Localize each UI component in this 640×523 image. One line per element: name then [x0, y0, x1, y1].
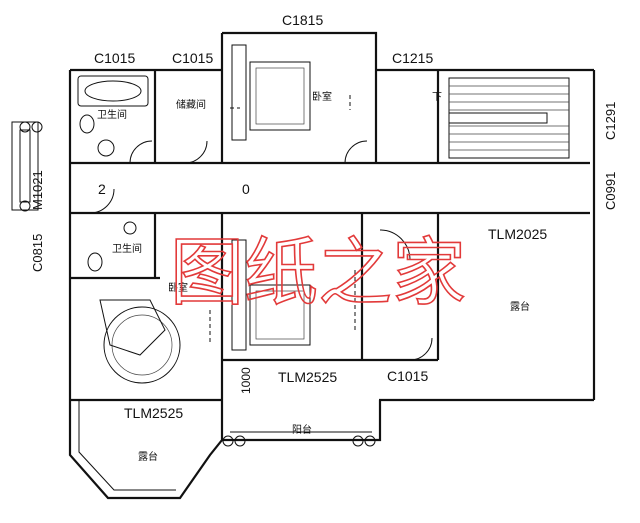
room-bedroom-top: 卧室 [312, 90, 332, 103]
label-c1815: C1815 [282, 12, 323, 28]
room-bedroom-left: 卧室 [168, 281, 188, 294]
label-m1021: M1021 [30, 170, 45, 210]
label-c0991: C0991 [603, 172, 618, 210]
room-bathroom-left: 卫生间 [112, 242, 142, 255]
left-number: 2 [98, 181, 106, 197]
room-bathroom-top: 卫生间 [97, 108, 127, 121]
window-labels: C1815 C1015 C1015 C1215 C1291 C0991 M102… [30, 12, 618, 421]
watermark: 图纸之家 [170, 230, 466, 316]
top-rooms [77, 44, 570, 164]
round-rug [103, 306, 181, 384]
label-tlm2025: TLM2025 [488, 226, 547, 242]
sink [97, 139, 115, 157]
bed-top [249, 61, 311, 131]
label-c0815: C0815 [30, 234, 45, 272]
room-balcony: 阳台 [292, 423, 312, 436]
room-storage: 储藏间 [176, 98, 206, 111]
stair-treads [448, 85, 569, 151]
balcony-column [222, 435, 234, 447]
bed-bottom [249, 284, 311, 346]
markers: 0 2 [98, 181, 250, 197]
axis-lines [209, 95, 356, 345]
stair-down-label: 下 [432, 92, 442, 103]
balcony-terrace [11, 121, 382, 500]
label-c1015-small: C1015 [387, 368, 428, 384]
label-1000: 1000 [239, 367, 253, 394]
label-c1215: C1215 [392, 50, 433, 66]
label-tlm2525-a: TLM2525 [278, 369, 337, 385]
label-c1015-storage: C1015 [172, 50, 213, 66]
outer-walls [68, 31, 596, 402]
label-c1291: C1291 [603, 102, 618, 140]
label-c1015-bath: C1015 [94, 50, 135, 66]
bathtub [77, 75, 149, 107]
hall-number: 0 [242, 181, 250, 197]
room-terrace-right: 露台 [510, 300, 530, 313]
room-terrace-bottom: 露台 [138, 450, 158, 463]
toilet [79, 114, 95, 134]
room-labels: 卫生间 储藏间 卧室 卫生间 卧室 露台 阳台 露台 下 [97, 90, 530, 463]
lower-rooms [70, 188, 440, 400]
label-tlm2525-b: TLM2525 [124, 405, 183, 421]
